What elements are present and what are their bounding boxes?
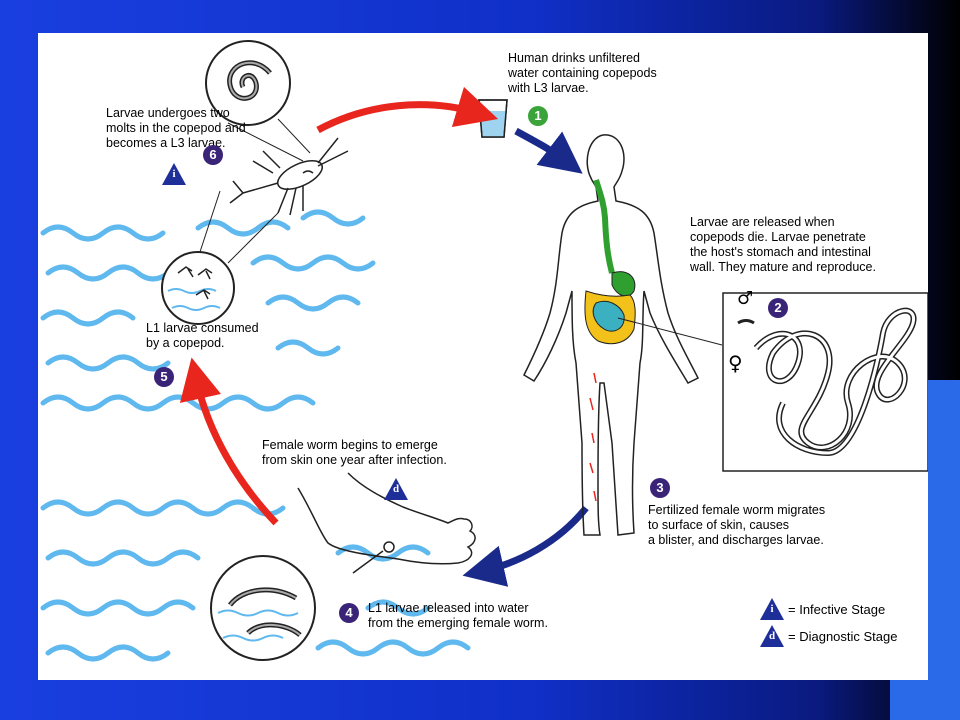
lifecycle-diagram: Human drinks unfiltered water containing…: [38, 33, 928, 680]
arrow-6-to-1: [316, 86, 499, 134]
legend-diagnostic-icon: d: [760, 625, 784, 647]
adult-worms-box: [722, 292, 928, 472]
water-waves-top: [40, 209, 376, 412]
step-3-text: Fertilized female worm migrates to surfa…: [648, 503, 826, 547]
legend-infective-letter: i: [770, 603, 774, 615]
water-waves-bottom: [40, 499, 471, 662]
copepod: [229, 137, 349, 216]
step-4-text: L1 larvae released into water from the e…: [368, 601, 548, 630]
female-symbol: ♀: [728, 351, 743, 375]
step-1-text: Human drinks unfiltered water containing…: [508, 51, 657, 95]
step-1-badge: 1: [528, 106, 548, 126]
l1-larvae-magnified: [210, 555, 316, 661]
legend-diagnostic-label: = Diagnostic Stage: [788, 629, 898, 644]
arrow-4-to-5: [179, 357, 279, 526]
step-5-text: L1 larvae consumed by a copepod.: [146, 321, 259, 350]
pointer-line: [197, 190, 221, 259]
arrow-1-to-host: [514, 127, 583, 174]
legend-infective-label: = Infective Stage: [788, 602, 886, 617]
arrow-3-to-4: [462, 505, 589, 587]
step-4-badge: 4: [339, 603, 359, 623]
step-5-badge: 5: [154, 367, 174, 387]
migrating-worm-marks: [589, 372, 597, 502]
diagnostic-stage-letter: d: [392, 483, 400, 495]
step-2-text: Larvae are released when copepods die. L…: [690, 215, 876, 274]
foot: [297, 472, 476, 574]
emerge-text: Female worm begins to emerge from skin o…: [262, 438, 447, 467]
infective-stage-marker: i: [162, 163, 186, 185]
water-glass: [478, 99, 508, 138]
step-6-badge: 6: [203, 145, 223, 165]
l3-larva-magnified: [205, 40, 311, 162]
male-symbol: ♂: [737, 288, 754, 309]
legend-diagnostic-letter: d: [768, 630, 776, 642]
diagram-artwork: [40, 40, 928, 662]
digestive-tract: [584, 179, 723, 346]
legend-infective-icon: i: [760, 598, 784, 620]
step-2-badge: 2: [768, 298, 788, 318]
step-3-badge: 3: [650, 478, 670, 498]
infective-stage-letter: i: [172, 168, 176, 180]
pointer-line: [227, 212, 279, 264]
copepods-magnified: [161, 251, 235, 325]
diagnostic-stage-marker: d: [384, 478, 408, 500]
human-body: [523, 134, 700, 536]
step-6-text: Larvae undergoes two molts in the copepo…: [106, 106, 246, 150]
